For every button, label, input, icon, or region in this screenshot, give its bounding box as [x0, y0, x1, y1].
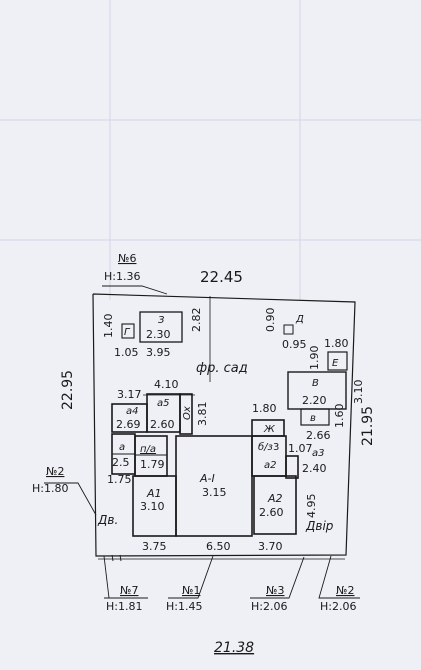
shed-z	[139, 311, 183, 343]
d-h: 0.90	[264, 308, 277, 333]
d-w: 0.95	[282, 338, 307, 351]
bottom-dim-1: 3.75	[142, 540, 167, 553]
shed-g	[121, 323, 135, 339]
ox-label: Ох	[182, 406, 193, 420]
zh-letter: Ж	[263, 424, 276, 435]
d-letter: Д	[295, 314, 304, 325]
a5-side: 3.81	[196, 402, 209, 427]
point-2-right-num: №2	[336, 584, 354, 597]
zh-top: 1.80	[252, 402, 277, 415]
point-3-num: №3	[266, 584, 284, 597]
a5-letter: а5	[157, 398, 170, 409]
b-letter: в	[310, 413, 316, 424]
garden-label: фр. сад	[196, 361, 248, 376]
shed-g-letter: Г	[124, 327, 131, 338]
point-1-h: Н:1.45	[166, 600, 202, 613]
v-letter: В	[312, 378, 319, 389]
bottom-dim-3: 3.70	[258, 540, 283, 553]
a-small-letter: а	[119, 442, 125, 453]
a3-size: 2.40	[302, 462, 327, 475]
top-width-label: 22.45	[200, 268, 243, 286]
point-2-right-h: Н:2.06	[320, 600, 356, 613]
shed-z-size: 2.30	[146, 328, 171, 341]
yard-label: Двір	[305, 519, 334, 533]
pa-size: 1.79	[140, 458, 165, 471]
a2-side: 1.07	[288, 442, 313, 455]
house-complex	[111, 393, 299, 537]
b-side: 1.60	[333, 404, 346, 429]
shed-z-side: 2.82	[190, 308, 203, 333]
a2-letter: а2	[264, 460, 277, 471]
e-side: 1.90	[308, 346, 321, 371]
pa-letter: п/а	[140, 444, 156, 455]
street-label: Дв.	[97, 513, 118, 527]
shed-z-h: 1.40	[102, 314, 115, 339]
structure-e	[327, 351, 348, 371]
a1-size: 3.10	[140, 500, 165, 513]
a3-letter: а3	[312, 448, 325, 459]
A2-side: 4.95	[305, 494, 318, 519]
boundary-dimension-lines	[98, 296, 345, 560]
bottom-dim-2: 6.50	[206, 540, 231, 553]
point-2-left-h: Н:1.80	[32, 482, 68, 495]
boundary-leaders	[44, 285, 360, 599]
point-6-h: Н:1.36	[104, 270, 140, 283]
a4-letter: а4	[126, 406, 139, 417]
right-depth-label: 21.95	[360, 406, 376, 446]
a1-letter: А1	[146, 487, 162, 500]
g-letter: б/з	[258, 441, 273, 453]
a4-top: 3.17	[117, 388, 142, 401]
A2-letter: А2	[267, 492, 283, 505]
shed-g-w: 1.05	[114, 346, 139, 359]
point-2-left-num: №2	[46, 465, 64, 478]
v-side: 3.10	[352, 380, 365, 405]
shed-z-letter: З	[158, 315, 165, 326]
g-size: 3	[273, 442, 279, 453]
b-bottom: 2.66	[306, 429, 331, 442]
main-size: 3.15	[202, 486, 227, 499]
point-1-num: №1	[182, 584, 200, 597]
e-letter: Е	[332, 358, 339, 369]
point-3-h: Н:2.06	[251, 600, 287, 613]
a4-size: 2.69	[116, 418, 141, 431]
point-7-num: №7	[120, 584, 138, 597]
e-top: 1.80	[324, 337, 349, 350]
left-depth-label: 22.95	[60, 370, 76, 410]
a5-top: 4.10	[154, 378, 179, 391]
building-v-small	[300, 408, 330, 426]
plot-boundary	[92, 293, 356, 557]
a-small-size: 2.5	[112, 456, 130, 469]
v-size: 2.20	[302, 394, 327, 407]
a1-side: 1.75	[107, 473, 132, 486]
A2-size: 2.60	[259, 506, 284, 519]
shed-z-w: 3.95	[146, 346, 171, 359]
background-grid	[0, 0, 421, 300]
bottom-width-label: 21.38	[214, 640, 254, 656]
point-7-h: Н:1.81	[106, 600, 142, 613]
a5-size: 2.60	[150, 418, 175, 431]
main-letter: А-І	[199, 472, 215, 485]
point-6-num: №6	[118, 252, 136, 265]
structure-d	[283, 324, 294, 335]
